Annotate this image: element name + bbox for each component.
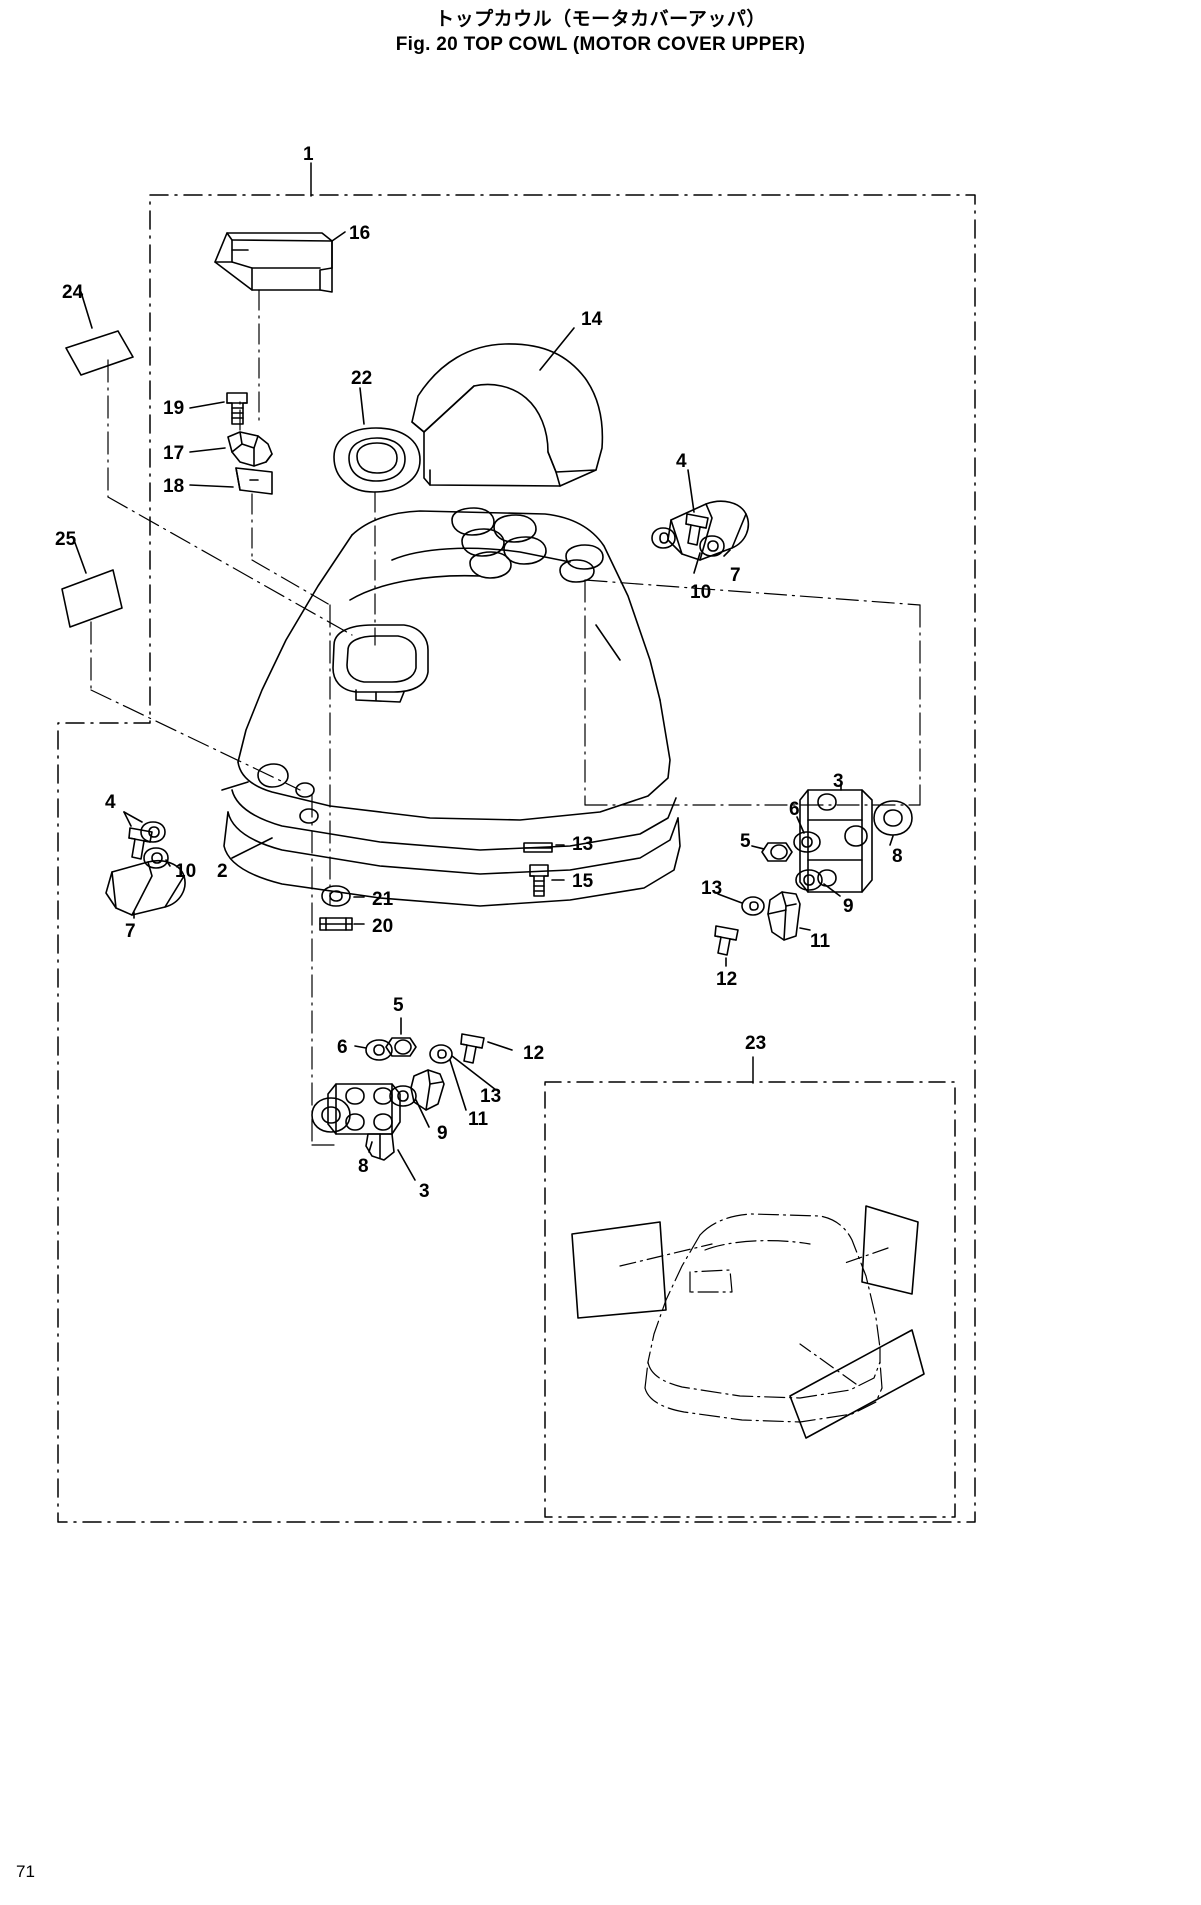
group-1-boundary xyxy=(57,194,976,1523)
part-4-7-10-left xyxy=(105,821,186,916)
part-20-21 xyxy=(319,885,353,931)
callout-9-right: 9 xyxy=(843,896,854,917)
figure-title-japanese: トップカウル（モータカバーアッパ） xyxy=(435,8,766,30)
page-number: 71 xyxy=(16,1862,35,1881)
callout-6-left: 6 xyxy=(337,1037,348,1058)
group-23-boundary xyxy=(544,1081,956,1518)
callout-17: 17 xyxy=(163,443,185,464)
part-22-grommet xyxy=(333,427,421,493)
callout-23: 23 xyxy=(745,1033,767,1054)
callout-13-left: 13 xyxy=(480,1086,502,1107)
callout-22: 22 xyxy=(351,368,373,389)
callout-8-right: 8 xyxy=(892,846,903,867)
callout-7-upper-right: 7 xyxy=(730,565,741,586)
callout-4-upper-right: 4 xyxy=(676,451,687,472)
callout-15: 15 xyxy=(572,871,594,892)
callout-20: 20 xyxy=(372,916,394,937)
part-19-bolt xyxy=(226,392,248,425)
callout-18: 18 xyxy=(163,476,185,497)
callout-11-right: 11 xyxy=(810,931,831,952)
part-25-decal xyxy=(61,569,123,628)
callout-1: 1 xyxy=(303,144,314,165)
callout-24: 24 xyxy=(62,282,84,303)
callout-13-center: 13 xyxy=(572,834,594,855)
callout-10-left: 10 xyxy=(175,861,197,882)
callout-10-upper-right: 10 xyxy=(690,582,712,603)
part-17-18-bracket xyxy=(227,431,273,495)
callout-3-right: 3 xyxy=(833,771,844,792)
callout-7-left: 7 xyxy=(125,921,136,942)
part-2-top-cowl-body xyxy=(221,507,681,907)
callout-6-right: 6 xyxy=(789,799,800,820)
callout-2: 2 xyxy=(217,861,228,882)
callout-9-left: 9 xyxy=(437,1123,448,1144)
callout-21: 21 xyxy=(372,889,394,910)
figure-title-english: Fig. 20 TOP COWL (MOTOR COVER UPPER) xyxy=(395,34,806,55)
part-16-plate xyxy=(214,232,333,293)
callout-5-left: 5 xyxy=(393,995,404,1016)
callout-16: 16 xyxy=(349,223,371,244)
callout-25: 25 xyxy=(55,529,77,550)
callout-3-left: 3 xyxy=(419,1181,430,1202)
part-13-15-center xyxy=(523,842,553,897)
callout-14: 14 xyxy=(581,309,603,330)
callout-12-left: 12 xyxy=(523,1043,545,1064)
part-14-hood xyxy=(411,343,604,487)
part-4-7-10-right xyxy=(651,500,750,561)
part-24-decal xyxy=(65,330,134,376)
callout-5-right: 5 xyxy=(740,831,751,852)
left-hinge-assembly xyxy=(311,1033,485,1161)
right-hinge-assembly xyxy=(714,789,913,956)
callout-13-right: 13 xyxy=(701,878,723,899)
part-23-decal-set xyxy=(571,1205,925,1439)
callout-12-right: 12 xyxy=(716,969,738,990)
callout-11-left: 11 xyxy=(468,1109,489,1130)
callout-4-left: 4 xyxy=(105,792,116,813)
callout-19: 19 xyxy=(163,398,185,419)
figure-title-block: トップカウル（モータカバーアッパ） Fig. 20 TOP COWL (MOTO… xyxy=(0,6,1201,58)
callout-8-left: 8 xyxy=(358,1156,369,1177)
